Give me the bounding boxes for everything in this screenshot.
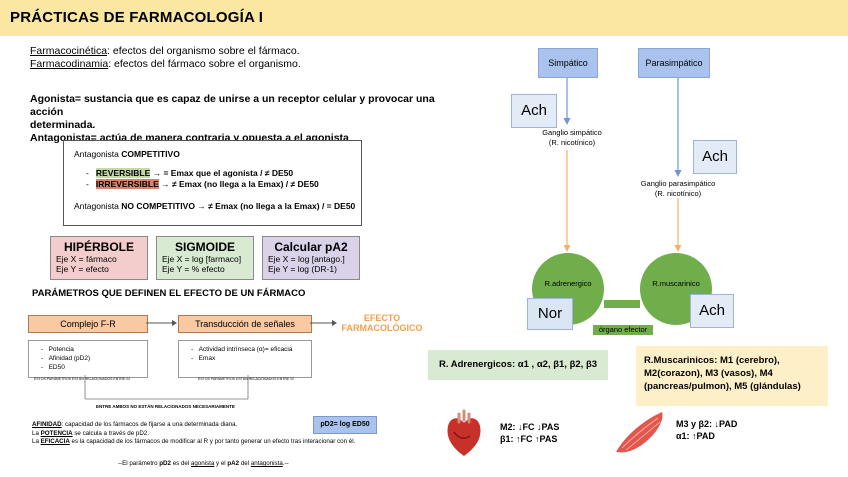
potencia-note: La POTENCIA se calcula a través de pD2.: [32, 429, 149, 437]
muscarinic-receptors-box: R.Muscarinicos: M1 (cerebro), M2(corazon…: [636, 346, 828, 406]
noncompetitive-line: Antagonista NO COMPETITIVO → ≠ Emax (no …: [74, 201, 356, 211]
efecto-farmacologico: EFECTO FARMACOLÓGICO: [341, 313, 423, 333]
between-note: ENTRE AMBOS NO ESTÁN RELACIONADOS NECESA…: [96, 404, 235, 409]
afinidad-note: AFINIDAD: capacidad de los fármacos de f…: [32, 421, 238, 428]
ach-box-2: Ach: [693, 140, 737, 174]
pd-definition: Farmacodinamia: efectos del fármaco sobr…: [30, 58, 301, 70]
right-params-note: ESTOS PARÁMETROS ESTÁN RELACIONADOS ENTR…: [198, 377, 294, 381]
footer-note: --El parámetro pD2 es del agonista y el …: [118, 460, 289, 467]
complejo-fr-box: Complejo F-R: [28, 315, 148, 333]
ach-box-3: Ach: [690, 294, 734, 328]
params-heading: PARÁMETROS QUE DEFINEN EL EFECTO DE UN F…: [32, 288, 306, 299]
heart-effects: M2: ↓FC ↓PAS β1: ↑FC ↑PAS: [500, 422, 560, 444]
param-potencia: - Potencia: [41, 346, 74, 353]
param-afinidad: - Afinidad (pD2): [41, 355, 91, 362]
pk-definition: Farmacocinética: efectos del organismo s…: [30, 45, 300, 57]
reversible-line: - REVERSIBLE → = Emax que el agonista / …: [86, 168, 294, 178]
competitive-heading: Antagonista COMPETITIVO: [74, 149, 180, 159]
ganglio-parasimpatico-label: Ganglio parasimpático (R. nicotínico): [640, 179, 716, 198]
heart-icon: [447, 409, 481, 456]
muscle-icon: [616, 412, 663, 453]
agonist-line-1: Agonista= sustancia que es capaz de unir…: [30, 93, 435, 118]
ach-box-1: Ach: [511, 94, 557, 128]
muscle-effects: M3 y β2: ↓PAD α1: ↑PAD: [676, 419, 738, 441]
param-actividad: - Actividad intrínseca (α)= eficacia: [191, 346, 293, 353]
simpatico-box: Simpático: [538, 48, 598, 78]
notes-block: AFINIDAD: capacidad de los fármacos de f…: [32, 421, 422, 447]
antagonist-box: Antagonista COMPETITIVO - REVERSIBLE → =…: [63, 140, 362, 226]
param-emax: - Emax: [191, 355, 216, 362]
organo-efector-label: órgano efector: [593, 325, 653, 335]
definitions-block: Farmacocinética: efectos del organismo s…: [30, 45, 450, 71]
transduccion-box: Transducción de señales: [178, 315, 312, 333]
agonist-line-2: determinada.: [30, 119, 96, 131]
irreversible-line: - IRREVERSIBLE → ≠ Emax (no llega a la E…: [86, 179, 319, 189]
left-params-box: - Potencia - Afinidad (pD2) - ED50: [28, 340, 148, 378]
left-params-note: ESTOS PARÁMETROS ESTÁN RELACIONADOS ENTR…: [34, 377, 130, 381]
organo-bridge: [604, 300, 640, 308]
sigmoide-card: SIGMOIDE Eje X = log [farmaco] Eje Y = %…: [156, 236, 254, 280]
parasimpatico-box: Parasimpático: [638, 48, 710, 78]
nor-box: Nor: [527, 298, 573, 330]
pd2-badge: pD2= log ED50: [313, 416, 377, 434]
adrenergic-receptors-box: R. Adrenergicos: α1 , α2, β1, β2, β3: [428, 350, 608, 380]
right-params-box: - Actividad intrínseca (α)= eficacia - E…: [178, 340, 312, 378]
eficacia-note: La EFICACIA es la capacidad de los fárma…: [32, 438, 356, 445]
title-bar: PRÁCTICAS DE FARMACOLOGÍA I: [0, 0, 848, 36]
ganglio-simpatico-label: Ganglio simpático (R. nicotínico): [542, 128, 602, 147]
page-title: PRÁCTICAS DE FARMACOLOGÍA I: [10, 9, 264, 26]
hiperbole-card: HIPÉRBOLE Eje X = fármaco Eje Y = efecto: [50, 236, 148, 280]
pa2-card: Calcular pA2 Eje X = log [antago.] Eje Y…: [262, 236, 360, 280]
param-ed50: - ED50: [41, 364, 65, 371]
